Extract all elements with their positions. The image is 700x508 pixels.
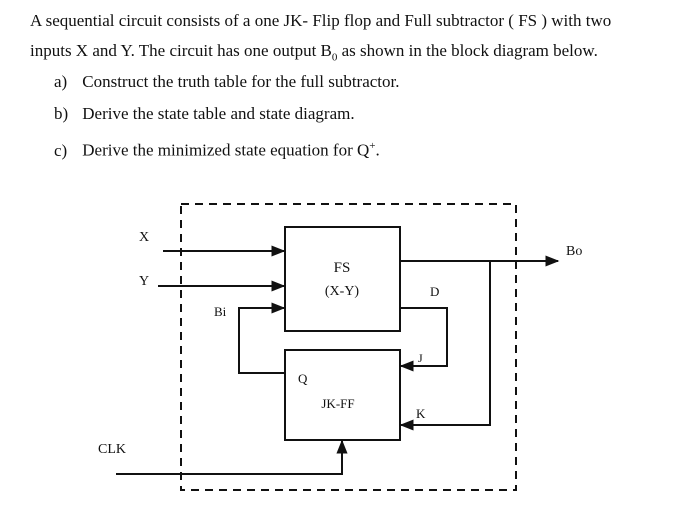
line2-pre: inputs X and Y. The circuit has one outp… [30, 41, 332, 60]
d-to-j-wire [399, 307, 448, 372]
line2-post: as shown in the block diagram below. [337, 41, 598, 60]
d-label: D [430, 284, 439, 299]
bo-label: Bo [566, 244, 582, 259]
k-label: K [416, 406, 426, 421]
jk-title: JK-FF [321, 396, 354, 411]
bi-label: Bi [214, 304, 227, 319]
part-a-text: Construct the truth table for the full s… [82, 72, 400, 91]
fs-block [284, 226, 401, 332]
bi-feedback-wire [238, 302, 286, 374]
problem-line-1: A sequential circuit consists of a one J… [30, 11, 612, 30]
x-label: X [139, 230, 149, 245]
y-label: Y [139, 274, 149, 289]
k-input-wire [399, 261, 491, 431]
q-label: Q [298, 371, 308, 386]
part-c-sup: + [369, 140, 376, 152]
fs-title: FS [334, 260, 351, 276]
part-c-label: c) [54, 140, 68, 160]
part-c-text: Derive the minimized state equation for … [82, 140, 370, 160]
circuit-boundary [180, 203, 517, 491]
line2-subscript: 0 [331, 51, 338, 64]
clk-label: CLK [98, 442, 126, 457]
part-b: b) Derive the state table and state diag… [54, 104, 355, 124]
jk-ff-block [284, 349, 401, 441]
part-a-label: a) [54, 72, 68, 91]
part-a: a) Construct the truth table for the ful… [54, 72, 400, 92]
j-label: J [418, 351, 423, 365]
part-b-label: b) [54, 104, 69, 123]
fs-subtitle: (X-Y) [325, 284, 360, 299]
part-b-text: Derive the state table and state diagram… [82, 104, 355, 123]
problem-line-2: inputs X and Y. The circuit has one outp… [30, 41, 598, 67]
part-c: c) Derive the minimized state equation f… [54, 136, 380, 161]
part-c-end: . [375, 140, 380, 160]
clk-wire [116, 439, 348, 475]
